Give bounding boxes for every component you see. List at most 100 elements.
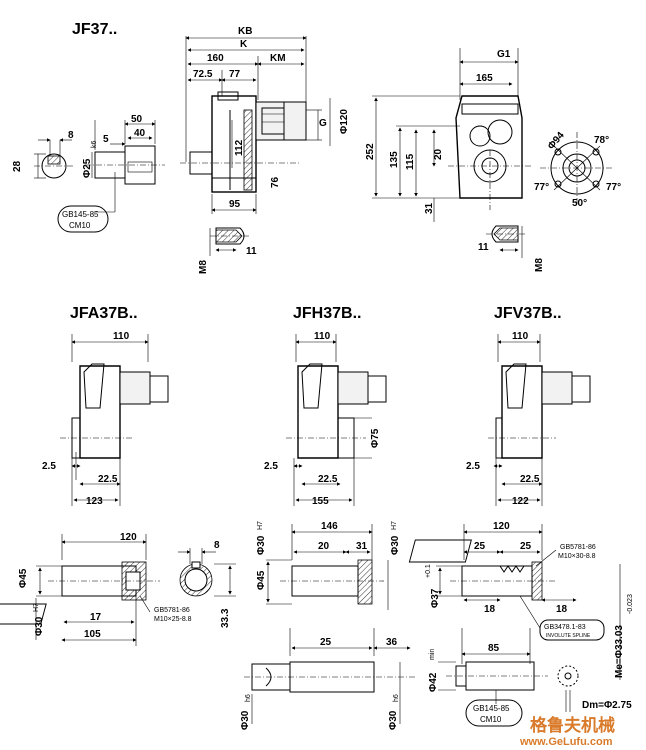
jfv-me: Me=Φ33.03 — [614, 625, 625, 678]
jfv-shaft-25b: 25 — [520, 541, 532, 552]
dim-g: G — [319, 118, 327, 129]
dim-40: 40 — [134, 128, 146, 139]
jfv-dim-2-5: 2.5 — [466, 461, 480, 472]
dim-g1: G1 — [497, 49, 511, 60]
dim-76: 76 — [270, 176, 281, 188]
dim-5: 5 — [103, 134, 109, 145]
jfa37b-view: 110 2.5 22.5 123 — [42, 331, 169, 507]
jfv-shaft-25a: 25 — [474, 541, 486, 552]
jfv-me-tol: -0.023 — [627, 594, 634, 614]
jfa-dim-123: 123 — [86, 496, 103, 507]
dim-28: 28 — [12, 160, 23, 172]
dim-key-width: 8 — [68, 130, 74, 141]
dim-77: 77 — [229, 69, 241, 80]
jfv-m10: M10×30-8.8 — [558, 553, 596, 560]
dim-phi25: Φ25 — [82, 158, 93, 178]
dim-252: 252 — [365, 143, 376, 160]
dim-m8-left: M8 — [198, 260, 209, 274]
jfv-cm10: CM10 — [480, 715, 502, 724]
jfv-gb3478: GB3478.1-83 — [544, 624, 586, 631]
jfv-dim-122: 122 — [512, 496, 529, 507]
jfv-shaft-18a: 18 — [484, 604, 496, 615]
jfh-dim-22-5: 22.5 — [318, 474, 338, 485]
dim-50: 50 — [131, 114, 143, 125]
flange-bolt-pattern: Φ94 78° 77° 77° 50° — [534, 130, 621, 209]
jfh-dim-phi75: Φ75 — [370, 428, 381, 448]
jfv-shaft-85: 85 — [488, 643, 500, 654]
jfh-shaft-phi30-left: Φ30 — [256, 535, 267, 555]
angle-77-right: 77° — [606, 182, 621, 193]
jfh-shaft-tol-h7-left: H7 — [257, 521, 264, 530]
jfa-dim-22-5: 22.5 — [98, 474, 118, 485]
key-section — [47, 155, 61, 165]
jfh-dim-155: 155 — [312, 496, 329, 507]
jfv-gb145: GB145-85 — [473, 704, 510, 713]
dim-phi120: Φ120 — [339, 109, 350, 134]
gb145-label: GB145-85 — [62, 210, 99, 219]
jfv-spline-shaft: 120 25 25 Φ37 +0.1 18 18 GB5781-86 M10×3… — [408, 521, 634, 727]
watermark: 格鲁夫机械 www.GeLufu.com — [519, 715, 615, 748]
jfv-shaft-18b: 18 — [556, 604, 568, 615]
jf37-side-view: G1 165 252 135 115 20 31 — [365, 48, 532, 222]
jfa-shaft-105: 105 — [84, 629, 101, 640]
shaft-key-detail: 8 28 50 40 5 Φ25 k6 GB145-85 CM10 — [12, 114, 165, 233]
dim-115: 115 — [405, 153, 416, 170]
jfa-dim-2-5: 2.5 — [42, 461, 56, 472]
side-housing — [455, 95, 523, 199]
jfa-dim-110: 110 — [113, 331, 130, 342]
jf37-front-view: KB K 160 KM 72.5 77 G Φ120 112 — [180, 26, 350, 214]
jfa-dim-33-3: 33.3 — [220, 608, 231, 628]
gb145-label-box — [57, 205, 109, 233]
jfh-shaft-20: 20 — [318, 541, 330, 552]
tol-k6: k6 — [91, 141, 98, 149]
jfv-dm: Dm=Φ2.75 — [582, 700, 632, 711]
jfv-dim-110: 110 — [512, 331, 529, 342]
jfa-shaft-tol-h7: H7 — [33, 603, 40, 612]
dim-k: K — [240, 39, 248, 50]
dim-20: 20 — [433, 148, 444, 160]
title-jfh37b: JFH37B.. — [293, 305, 361, 322]
jfv-shaft-120: 120 — [493, 521, 510, 532]
jfh-dim-2-5: 2.5 — [264, 461, 278, 472]
jfa-shaft-phi30: Φ30 — [34, 616, 45, 636]
jfh-hollow-shaft: 146 20 31 Φ45 Φ30 H7 Φ30 H7 25 36 Φ30 h6… — [240, 521, 416, 730]
cm10-label: CM10 — [69, 221, 91, 230]
angle-50: 50° — [572, 198, 587, 209]
dim-135: 135 — [389, 151, 400, 168]
jfv-dim-22-5: 22.5 — [520, 474, 540, 485]
jfh-shaft-36: 36 — [386, 637, 398, 648]
jfh-shaft-phi30-right: Φ30 — [390, 535, 401, 555]
dim-11-right: 11 — [478, 242, 489, 253]
jfa-shaft-120: 120 — [120, 532, 137, 543]
dim-31: 31 — [424, 202, 435, 214]
output-shaft — [189, 151, 213, 175]
jfh-dim-110: 110 — [314, 331, 331, 342]
angle-77-left: 77° — [534, 182, 549, 193]
jfa-key-8: 8 — [214, 540, 220, 551]
jfv-phi42: Φ42 — [428, 672, 439, 692]
title-jfv37b: JFV37B.. — [494, 305, 562, 322]
jfv-shaft-tol: +0.1 — [425, 564, 432, 578]
dim-112: 112 — [234, 139, 245, 156]
jfa-shaft-17: 17 — [90, 612, 102, 623]
jfa-m10: M10×25-8.8 — [154, 616, 192, 623]
watermark-cn: 格鲁夫机械 — [530, 715, 615, 736]
dim-m8-right: M8 — [534, 258, 545, 272]
jfa-hollow-shaft: 120 Φ45 Φ30 H7 17 105 GB5781-86 M10×25-8… — [0, 532, 236, 646]
dim-km: KM — [270, 53, 286, 64]
jfh-mating-tol-h6-left: h6 — [245, 694, 252, 702]
jfh-shaft-25: 25 — [320, 637, 332, 648]
jfh-shaft-phi45: Φ45 — [256, 570, 267, 590]
dim-phi94: Φ94 — [546, 130, 567, 152]
title-jfa37b: JFA37B.. — [70, 305, 138, 322]
dim-11-left: 11 — [246, 246, 257, 257]
centre-hole-left: M8 11 — [198, 227, 257, 274]
jfh-shaft-tol-h7-right: H7 — [391, 521, 398, 530]
watermark-url: www.GeLufu.com — [519, 736, 613, 748]
jfh-shaft-31: 31 — [356, 541, 368, 552]
jfa-gb5781: GB5781-86 — [154, 607, 190, 614]
jfh-shaft-146: 146 — [321, 521, 338, 532]
dim-165: 165 — [476, 73, 493, 84]
jfv-min: min — [429, 649, 436, 660]
